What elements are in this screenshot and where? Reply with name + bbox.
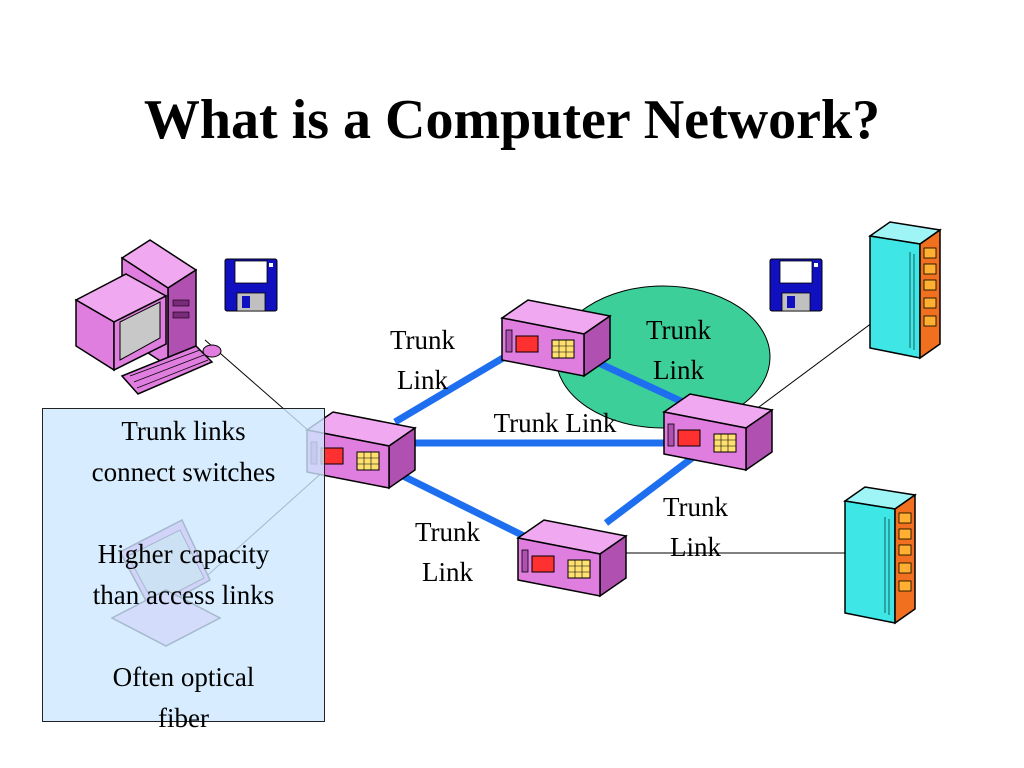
callout-line: fiber	[158, 703, 209, 733]
label-line: Link	[397, 365, 448, 395]
trunk-link-label-bottom-right: Trunk Link	[643, 487, 748, 567]
callout-line: Higher capacity	[97, 539, 270, 569]
server-icon-top	[869, 221, 941, 359]
trunk-link-top-left	[393, 351, 510, 426]
server-icon-bottom	[844, 486, 916, 624]
trunk-link-label-bottom-left: Trunk Link	[395, 512, 500, 592]
trunk-link-label-middle: Trunk Link	[493, 408, 617, 438]
trunk-link-bottom-right	[603, 449, 703, 526]
callout-line: connect switches	[91, 457, 276, 487]
label-line: Trunk	[662, 492, 729, 522]
trunk-link-label-top-right: Trunk Link	[626, 310, 731, 390]
switch-bottom	[517, 519, 627, 597]
callout-paragraph-3: Often optical fiber	[43, 657, 324, 739]
switch-right	[663, 393, 773, 471]
callout-line: than access links	[92, 580, 275, 610]
label-line: Trunk	[645, 315, 712, 345]
floppy-disk-icon-right	[769, 258, 823, 312]
label-line: Link	[422, 557, 473, 587]
label-line: Link	[653, 355, 704, 385]
label-line: Trunk	[389, 325, 456, 355]
floppy-disk-icon-left	[224, 258, 278, 312]
label-line: Link	[670, 532, 721, 562]
trunk-link-label-top-left: Trunk Link	[370, 320, 475, 400]
callout-line: Trunk links	[121, 416, 246, 446]
callout-paragraph-2: Higher capacity than access links	[43, 534, 324, 616]
page-title: What is a Computer Network?	[143, 89, 881, 151]
desktop-computer-icon	[74, 239, 222, 395]
callout-box: Trunk links connect switches Higher capa…	[42, 408, 325, 733]
callout-line: Often optical	[112, 662, 255, 692]
callout-paragraph-1: Trunk links connect switches	[43, 411, 324, 493]
label-line: Trunk	[414, 517, 481, 547]
